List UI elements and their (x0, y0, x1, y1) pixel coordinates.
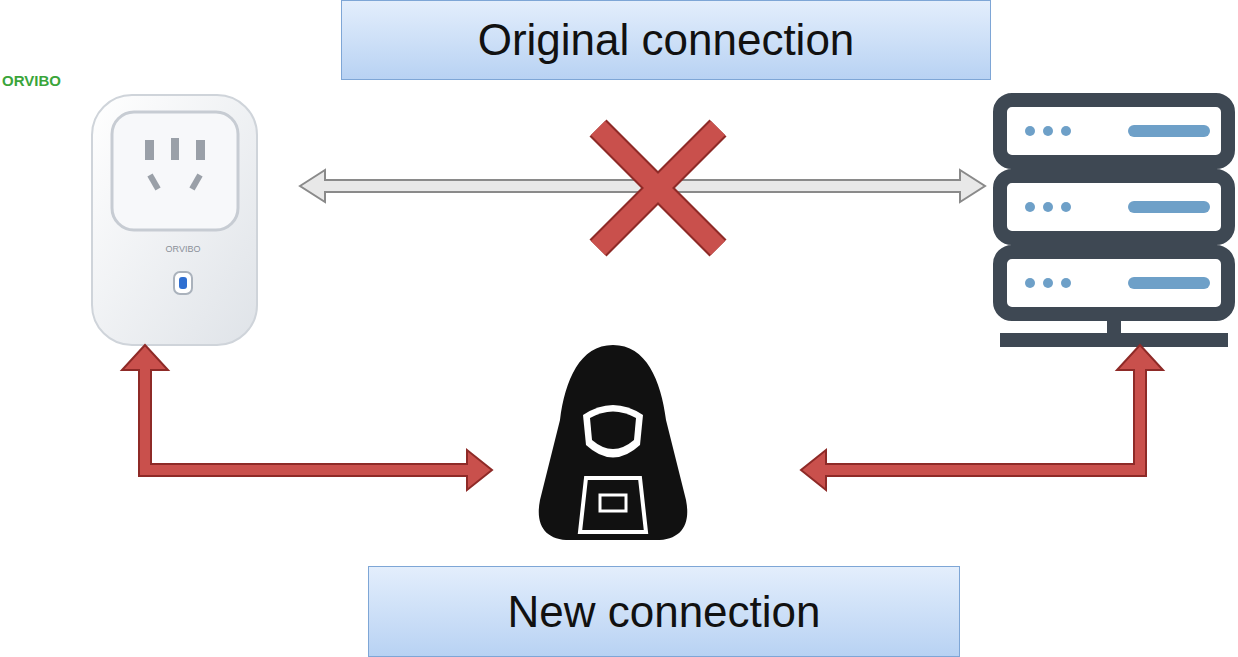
brand-imprint: ORVIBO (166, 244, 201, 254)
server-icon (1000, 100, 1228, 340)
title-box: Original connection (341, 0, 991, 80)
server-lights (1025, 125, 1210, 289)
box-title: New connection (507, 587, 820, 637)
brand-logo: ORVIBO (2, 72, 61, 89)
smart-plug (92, 95, 257, 345)
attack-arrows (122, 345, 1163, 490)
title-box: New connection (368, 566, 960, 657)
box-title: Original connection (478, 15, 855, 65)
hacker-icon (539, 345, 688, 540)
cross-mark (598, 128, 718, 248)
